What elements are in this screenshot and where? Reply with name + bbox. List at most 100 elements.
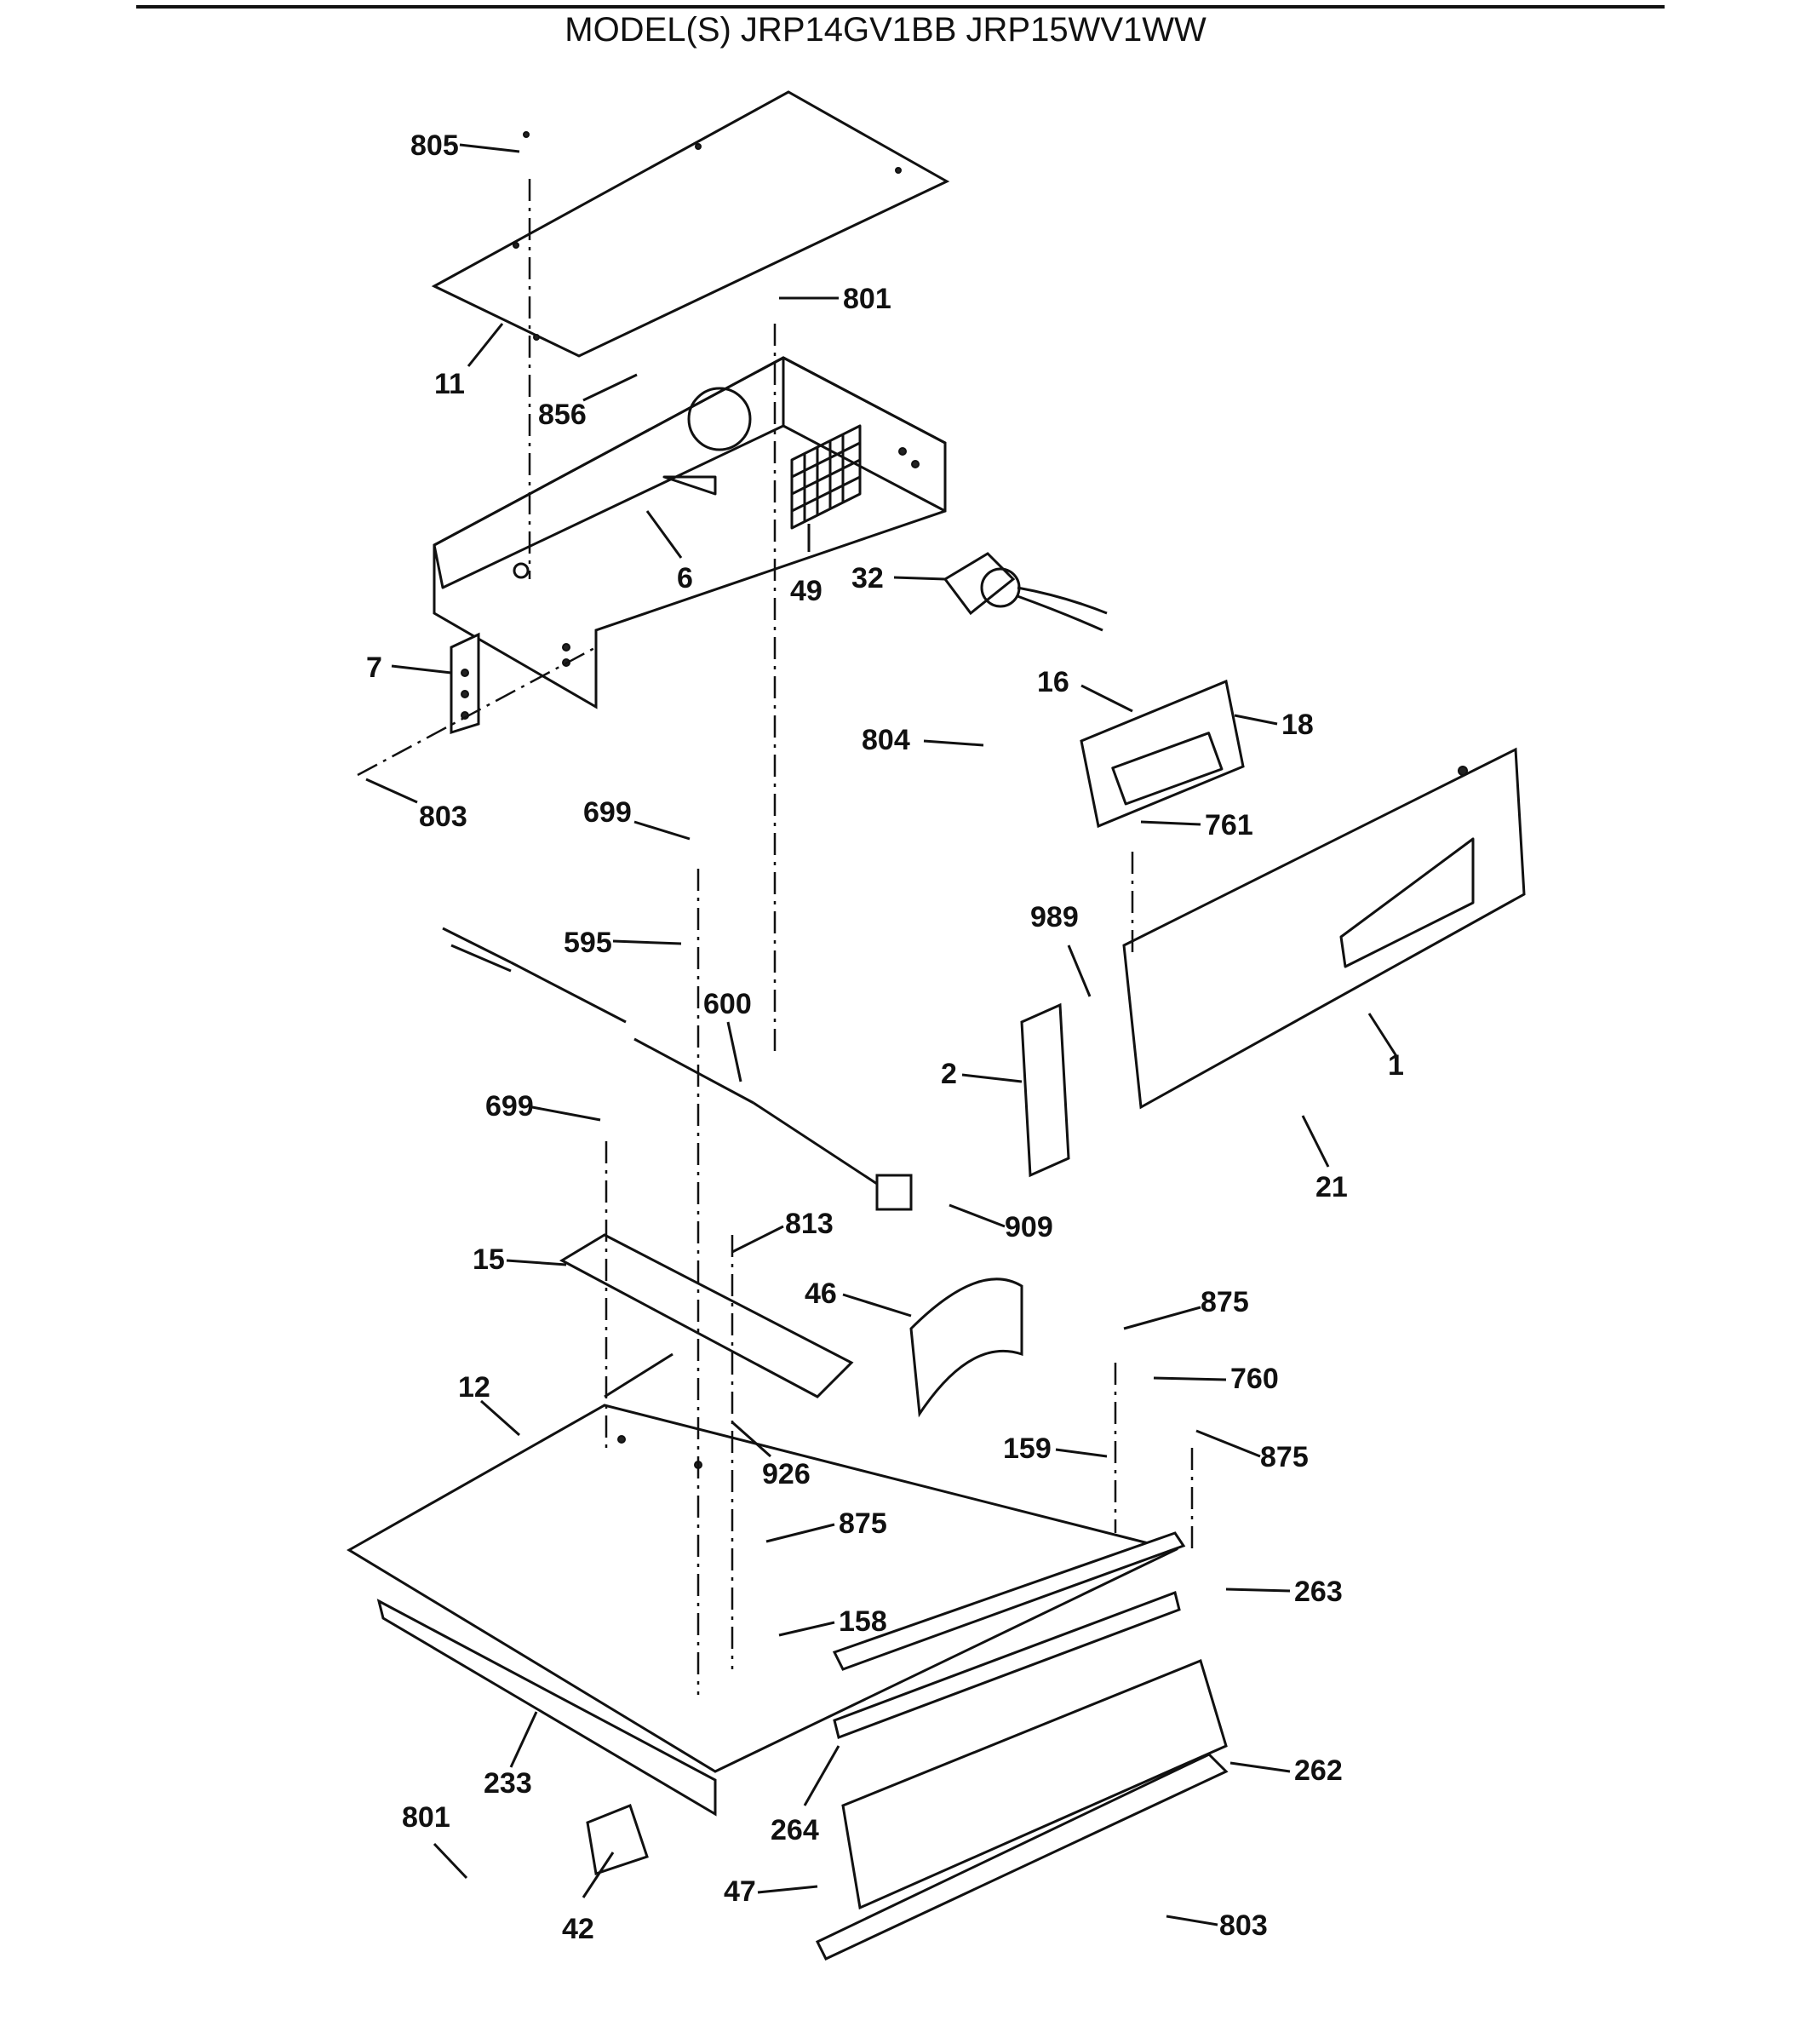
part-42-bracket [586,1804,649,1875]
callout-699-lower: 699 [485,1090,601,1122]
svg-text:595: 595 [564,927,612,959]
callout-12: 12 [458,1371,520,1437]
callout-233: 233 [484,1711,538,1800]
svg-text:263: 263 [1294,1576,1343,1608]
svg-text:805: 805 [410,129,459,162]
svg-text:262: 262 [1294,1754,1343,1787]
callout-801-top: 801 [779,283,891,315]
part-49-mesh-vent [790,424,862,530]
part-11-top-cover [431,90,950,358]
svg-text:875: 875 [1260,1441,1309,1473]
svg-text:760: 760 [1230,1363,1279,1395]
callout-813: 813 [731,1208,834,1254]
callout-47: 47 [724,1875,818,1908]
part-262-grille [841,1658,1228,1910]
part-47-front-rail [815,1753,1229,1961]
assembly-lines [357,179,1194,1695]
part-46-guide [909,1278,1023,1418]
callout-926: 926 [731,1421,811,1490]
svg-text:804: 804 [862,724,910,756]
callout-42: 42 [562,1852,615,1945]
svg-text:15: 15 [473,1243,505,1276]
callout-1: 1 [1367,1013,1404,1082]
callout-159: 159 [1003,1433,1108,1465]
callout-805: 805 [410,129,520,162]
callout-989: 989 [1030,901,1092,997]
svg-text:32: 32 [851,562,884,594]
svg-text:803: 803 [419,801,467,833]
svg-text:600: 600 [703,988,752,1020]
svg-text:926: 926 [762,1458,811,1490]
svg-text:7: 7 [366,652,382,684]
svg-text:699: 699 [485,1090,534,1122]
part-15-duct [559,1233,854,1398]
callout-11: 11 [434,323,504,400]
callout-21: 21 [1301,1115,1348,1203]
svg-text:159: 159 [1003,1433,1052,1465]
callout-803-bottom: 803 [1166,1909,1268,1942]
svg-text:21: 21 [1315,1171,1348,1203]
callout-7: 7 [366,652,452,684]
callout-804: 804 [862,724,984,756]
svg-text:1: 1 [1388,1049,1404,1082]
part-32-fan-motor [943,552,1108,632]
callout-761: 761 [1140,809,1253,841]
svg-text:909: 909 [1005,1211,1053,1243]
callout-263: 263 [1225,1576,1343,1608]
svg-text:803: 803 [1219,1909,1268,1942]
callout-262: 262 [1229,1754,1343,1787]
callout-875-a: 875 [1123,1286,1249,1330]
callout-909: 909 [949,1203,1053,1243]
callout-801-bottom: 801 [402,1801,468,1880]
callout-2: 2 [941,1058,1023,1090]
svg-text:699: 699 [583,796,632,829]
svg-text:2: 2 [941,1058,957,1090]
callout-856: 856 [538,373,638,431]
part-263-rail [832,1531,1186,1671]
callout-158: 158 [778,1605,887,1638]
part-12-base-pan [347,1352,1179,1773]
part-233-base-wrap [376,1599,717,1817]
part-6-enclosure-shell [433,356,947,709]
callout-49: 49 [790,524,822,607]
svg-text:16: 16 [1037,666,1069,698]
svg-text:233: 233 [484,1767,532,1800]
callout-16: 16 [1037,666,1133,713]
callout-875-c: 875 [765,1507,887,1543]
svg-text:801: 801 [843,283,891,315]
part-264-trim [833,1591,1181,1739]
svg-text:856: 856 [538,399,587,431]
part-2-lens [1020,1002,1070,1178]
svg-text:158: 158 [839,1605,887,1638]
svg-text:12: 12 [458,1371,490,1404]
callout-32: 32 [851,562,946,594]
part-7-bracket [450,632,480,735]
svg-text:875: 875 [1201,1286,1249,1318]
callout-875-b: 875 [1195,1429,1309,1473]
callout-600: 600 [703,988,752,1082]
model-title: MODEL(S) JRP14GV1BB JRP15WV1WW [565,11,1207,49]
svg-text:761: 761 [1205,809,1253,841]
svg-text:11: 11 [434,368,465,400]
svg-text:989: 989 [1030,901,1079,933]
callout-46: 46 [805,1278,912,1318]
svg-text:6: 6 [677,562,693,594]
callout-264: 264 [771,1745,840,1846]
svg-text:813: 813 [785,1208,834,1240]
svg-text:46: 46 [805,1278,837,1310]
svg-text:18: 18 [1281,709,1314,741]
callout-6: 6 [645,510,693,594]
callout-15: 15 [473,1243,567,1276]
svg-text:875: 875 [839,1507,887,1540]
callout-595: 595 [564,927,682,959]
part-600-wire-harness [442,927,913,1211]
svg-text:264: 264 [771,1814,819,1846]
part-16-control-board [1080,679,1245,829]
callout-803-left: 803 [365,778,467,833]
callout-699-upper: 699 [583,796,691,841]
svg-text:49: 49 [790,575,822,607]
svg-text:42: 42 [562,1913,594,1945]
callout-760: 760 [1153,1363,1279,1395]
svg-text:47: 47 [724,1875,756,1908]
